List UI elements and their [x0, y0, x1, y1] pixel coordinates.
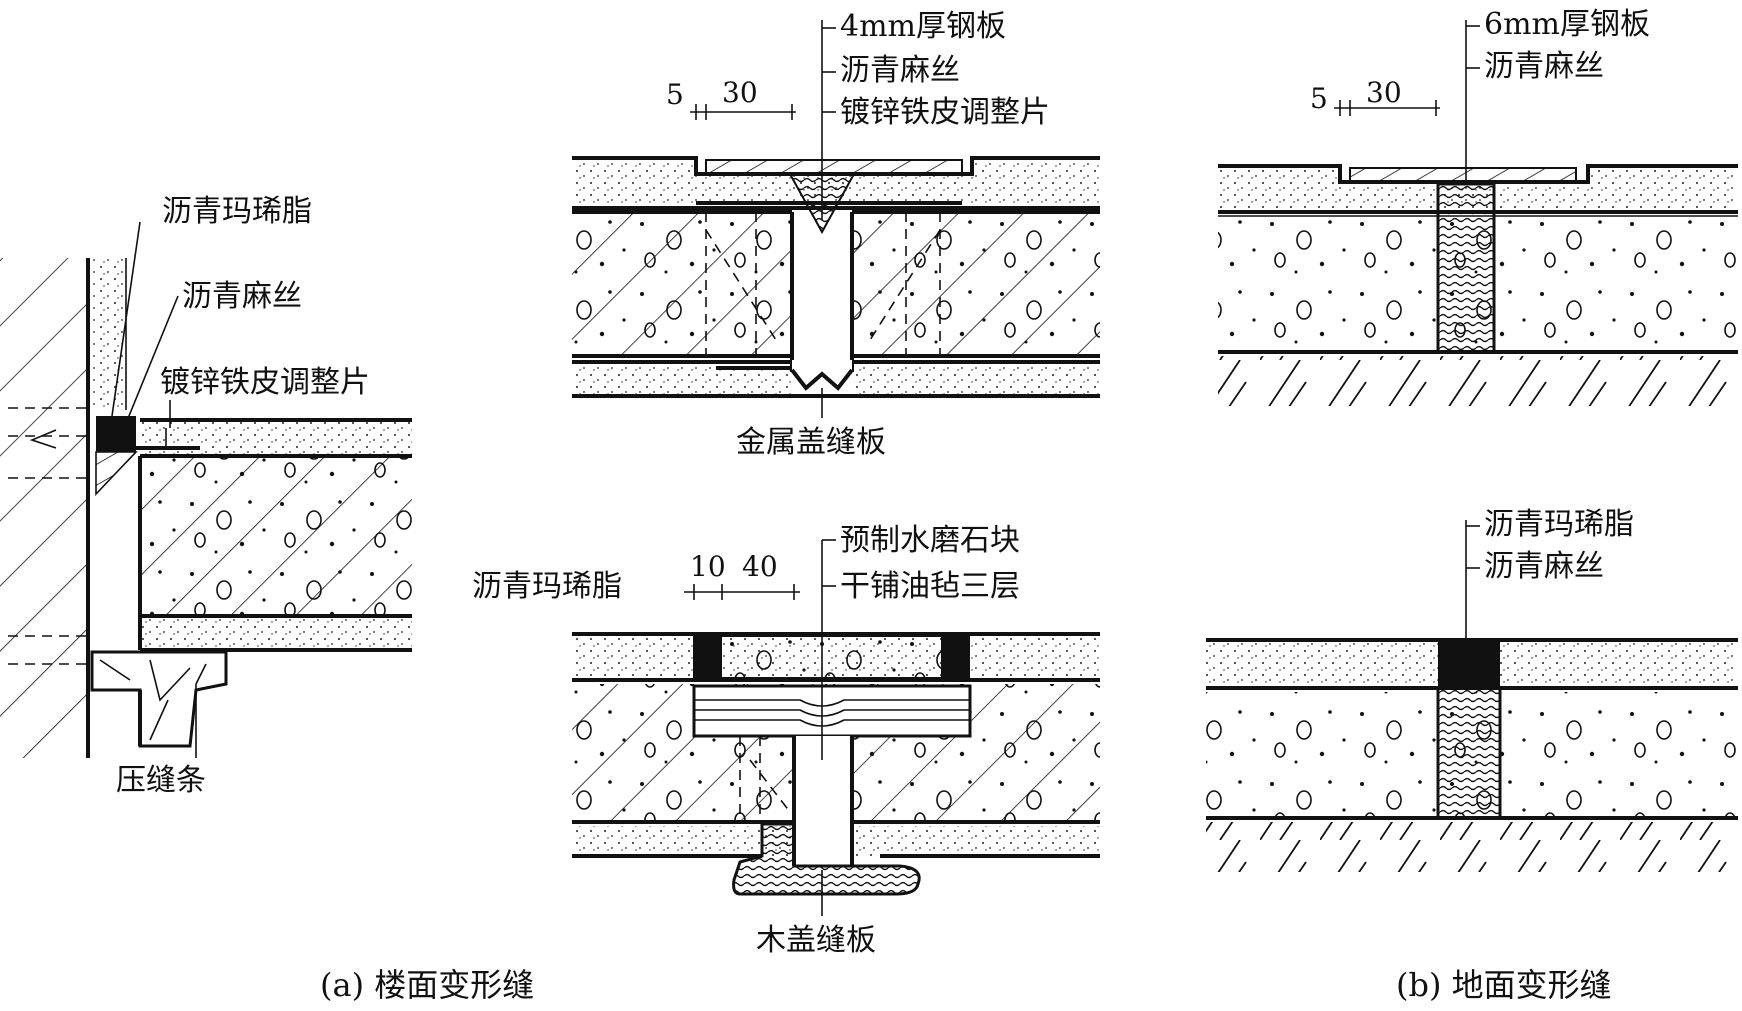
label-t2-felt: 干铺油毡三层 [840, 569, 1020, 604]
dim-t1-30: 30 [722, 76, 758, 109]
detail-a-terrazzo: 10 40 预制水磨石块 干铺油毡三层 沥青玛琋脂 木盖缝板 [472, 523, 1100, 958]
label-t2-terrazzo: 预制水磨石块 [840, 523, 1020, 558]
label-b2-asphalt-hemp: 沥青麻丝 [1484, 549, 1604, 584]
label-t1-asphalt-hemp: 沥青麻丝 [840, 53, 960, 88]
label-a-cover-strip: 压缝条 [116, 763, 206, 798]
dim-t1-5: 5 [666, 78, 684, 111]
detail-b-steel-plate: 5 30 6mm厚钢板 沥青麻丝 [1218, 7, 1738, 406]
label-b1-steel-plate: 6mm厚钢板 [1484, 7, 1650, 42]
label-t1-galvanized-strip: 镀锌铁皮调整片 [840, 95, 1050, 130]
detail-a-wall-joint: 沥青玛琋脂 沥青麻丝 镀锌铁皮调整片 压缝条 [0, 194, 412, 798]
label-t1-metal-cover: 金属盖缝板 [736, 425, 886, 460]
dim-b1-30: 30 [1366, 76, 1402, 109]
label-t1-steel-plate: 4mm厚钢板 [840, 9, 1006, 44]
label-a-galvanized-strip: 镀锌铁皮调整片 [160, 365, 370, 400]
label-a-asphalt-mastic: 沥青玛琋脂 [162, 194, 312, 229]
dim-t2-10: 10 [690, 550, 726, 583]
dim-t2-40: 40 [742, 550, 778, 583]
label-t2-asphalt-mastic: 沥青玛琋脂 [472, 569, 622, 604]
label-b1-asphalt-hemp: 沥青麻丝 [1484, 49, 1604, 84]
caption-a: (a) 楼面变形缝 [320, 966, 534, 1004]
label-t2-wood-cover: 木盖缝板 [756, 923, 876, 958]
caption-b: (b) 地面变形缝 [1396, 966, 1612, 1004]
detail-a-steel-plate: 5 30 4mm厚钢板 沥青麻丝 镀锌铁皮调整片 金属盖缝板 [572, 9, 1100, 460]
label-a-asphalt-hemp: 沥青麻丝 [182, 279, 302, 314]
detail-b-mastic: 沥青玛琋脂 沥青麻丝 [1206, 507, 1738, 872]
label-b2-asphalt-mastic: 沥青玛琋脂 [1484, 507, 1634, 542]
dim-b1-5: 5 [1310, 82, 1328, 115]
